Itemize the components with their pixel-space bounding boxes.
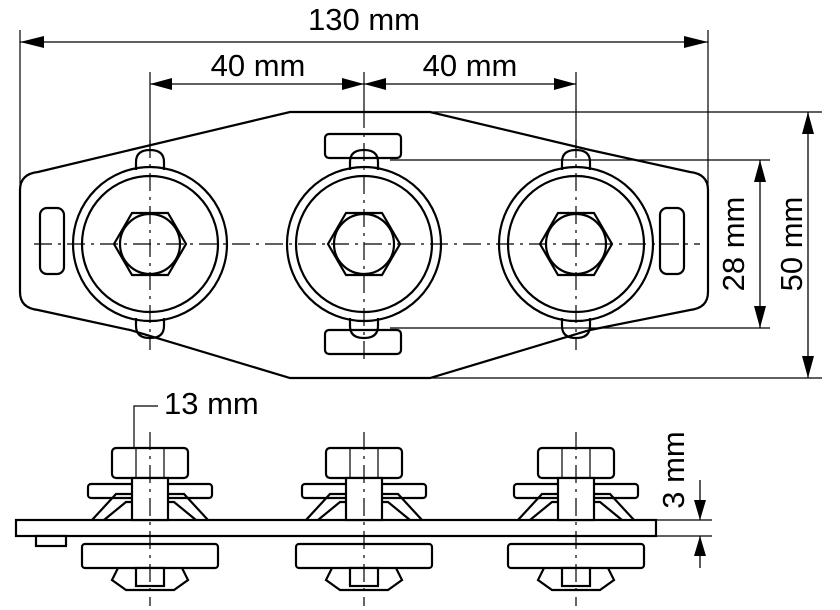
base-plate-outline [18, 110, 710, 380]
right-slot [658, 206, 686, 276]
dimension-overall-length: 130 mm [20, 2, 708, 48]
overall-length-label: 130 mm [308, 2, 420, 37]
left-slot [38, 206, 66, 276]
side-base-plate [14, 518, 658, 538]
dimension-overall-width: 50 mm [774, 112, 814, 378]
top-view: 130 mm 40 mm 40 mm 28 mm 50 mm [18, 2, 822, 380]
bolt-spacing-left-label: 40 mm [211, 48, 306, 83]
dimension-nut-size: 13 mm [133, 386, 259, 448]
middle-clamp-tab-bottom [323, 328, 403, 356]
dimension-clamp-gap: 28 mm [716, 160, 766, 328]
overall-width-label: 50 mm [774, 197, 809, 292]
dimension-plate-thickness: 3 mm [656, 431, 712, 568]
middle-clamp-tab-top [323, 132, 403, 160]
nut-size-label: 13 mm [164, 386, 259, 421]
side-view: 13 mm 3 mm [14, 386, 712, 606]
bolt-spacing-right-label: 40 mm [423, 48, 518, 83]
plate-thickness-label: 3 mm [656, 431, 691, 509]
clamp-gap-label: 28 mm [716, 197, 751, 292]
dimension-bolt-spacing: 40 mm 40 mm [150, 48, 576, 90]
